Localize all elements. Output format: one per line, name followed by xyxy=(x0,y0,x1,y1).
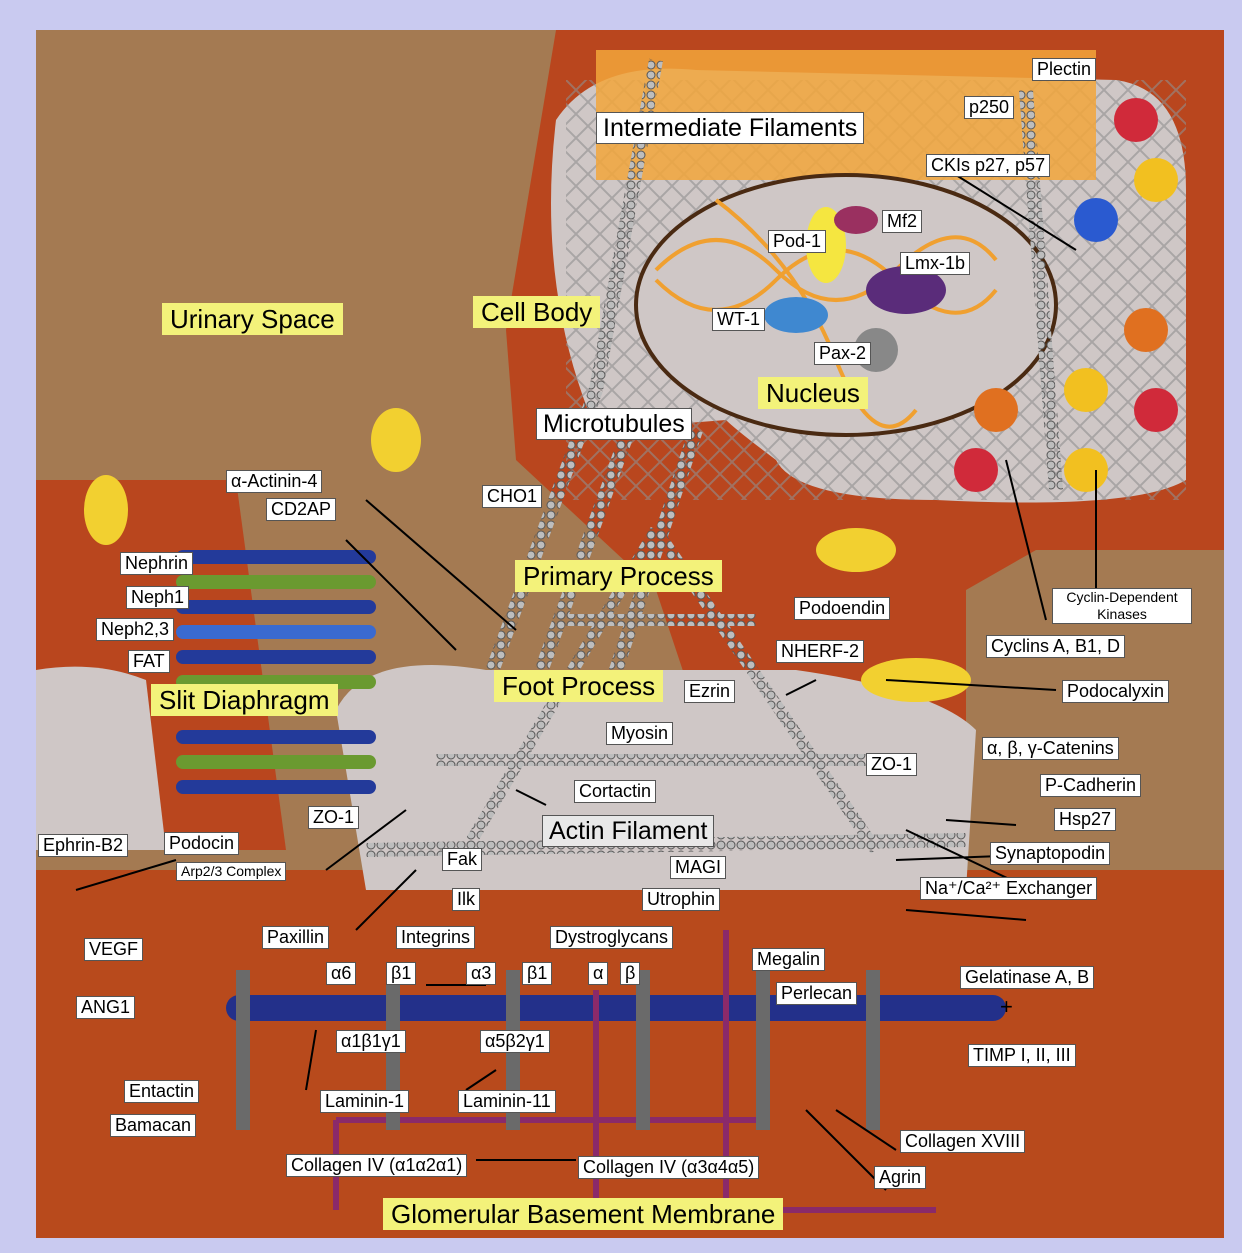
ilk-label: Ilk xyxy=(452,888,480,911)
entactin-label: Entactin xyxy=(124,1080,199,1103)
zo1-left-label: ZO-1 xyxy=(308,806,359,829)
myosin-label: Myosin xyxy=(606,722,673,745)
pod1-label: Pod-1 xyxy=(768,230,826,253)
nherf2-label: NHERF-2 xyxy=(776,640,864,663)
slit-diaphragm-zone xyxy=(36,667,166,850)
arp23-label: Arp2/3 Complex xyxy=(176,862,286,881)
megalin-label: Megalin xyxy=(752,948,825,971)
mf2-blob xyxy=(834,206,878,234)
fat-label: FAT xyxy=(128,650,170,673)
laminin-a5b2g1-label: α5β2γ1 xyxy=(480,1030,550,1053)
podocalyxin-label: Podocalyxin xyxy=(1062,680,1169,703)
alpha-actinin-label: α-Actinin-4 xyxy=(226,470,322,493)
beta1a-label: β1 xyxy=(386,962,416,985)
fak-label: Fak xyxy=(442,848,482,871)
microtubules-label: Microtubules xyxy=(536,408,692,440)
laminin1-label: Laminin-1 xyxy=(320,1090,409,1113)
ezrin-label: Ezrin xyxy=(684,680,735,703)
neph1-label: Neph1 xyxy=(126,586,189,609)
intermediate-filaments-label: Intermediate Filaments xyxy=(596,112,864,144)
cho1-label: CHO1 xyxy=(482,485,542,508)
actin-filament-label: Actin Filament xyxy=(542,815,714,847)
pax2-label: Pax-2 xyxy=(814,342,871,365)
perlecan-label: Perlecan xyxy=(776,982,857,1005)
pcadherin-label: P-Cadherin xyxy=(1040,774,1141,797)
cell-body-label: Cell Body xyxy=(473,296,600,328)
hsp27-label: Hsp27 xyxy=(1054,808,1116,831)
zo1-right-label: ZO-1 xyxy=(866,753,917,776)
cdk-label: Cyclin-Dependent Kinases xyxy=(1052,588,1192,624)
alpha3-label: α3 xyxy=(466,962,496,985)
alpha6-label: α6 xyxy=(326,962,356,985)
ang1-label: ANG1 xyxy=(76,996,135,1019)
slit-diaphragm-label: Slit Diaphragm xyxy=(151,684,338,716)
dg-beta-label: β xyxy=(620,962,640,985)
catenins-label: α, β, γ-Catenins xyxy=(982,737,1119,760)
foot-process-label: Foot Process xyxy=(494,670,663,702)
podoendin-label: Podoendin xyxy=(794,597,890,620)
ckis-label: CKIs p27, p57 xyxy=(926,154,1050,177)
dystroglycans-label: Dystroglycans xyxy=(550,926,673,949)
urinary-space-label: Urinary Space xyxy=(162,303,343,335)
ephrin-label: Ephrin-B2 xyxy=(38,834,128,857)
timp-label: TIMP I, II, III xyxy=(968,1044,1076,1067)
plus-sign: + xyxy=(996,996,1017,1017)
gelatinase-label: Gelatinase A, B xyxy=(960,966,1094,989)
collagen18-label: Collagen XVIII xyxy=(900,1130,1025,1153)
mf2-label: Mf2 xyxy=(882,210,922,233)
magi-label: MAGI xyxy=(670,856,726,879)
collagen4b-label: Collagen IV (α3α4α5) xyxy=(578,1156,759,1179)
nephrin-label: Nephrin xyxy=(120,552,193,575)
diagram-frame: Urinary Space Cell Body Nucleus Primary … xyxy=(36,30,1224,1238)
cortactin-label: Cortactin xyxy=(574,780,656,803)
agrin-label: Agrin xyxy=(874,1166,926,1189)
synaptopodin-label: Synaptopodin xyxy=(990,842,1110,865)
plectin-label: Plectin xyxy=(1032,58,1096,81)
nucleus-label: Nucleus xyxy=(758,377,868,409)
cyclins-label: Cyclins A, B1, D xyxy=(986,635,1125,658)
cd2ap-label: CD2AP xyxy=(266,498,336,521)
primary-process-label: Primary Process xyxy=(515,560,722,592)
wt1-blob xyxy=(764,297,828,333)
laminin-backbone xyxy=(226,995,1006,1021)
paxillin-label: Paxillin xyxy=(262,926,329,949)
beta1b-label: β1 xyxy=(522,962,552,985)
laminin-a1b1g1-label: α1β1γ1 xyxy=(336,1030,406,1053)
dg-alpha-label: α xyxy=(588,962,608,985)
vegf-label: VEGF xyxy=(84,938,143,961)
wt1-label: WT-1 xyxy=(712,308,765,331)
exchanger-label: Na⁺/Ca²⁺ Exchanger xyxy=(920,877,1097,900)
p250-label: p250 xyxy=(964,96,1014,119)
podocin-label: Podocin xyxy=(164,832,239,855)
integrins-label: Integrins xyxy=(396,926,475,949)
laminin11-label: Laminin-11 xyxy=(458,1090,556,1113)
neph23-label: Neph2,3 xyxy=(96,618,174,641)
bamacan-label: Bamacan xyxy=(110,1114,196,1137)
utrophin-label: Utrophin xyxy=(642,888,720,911)
gbm-label: Glomerular Basement Membrane xyxy=(383,1198,783,1230)
lmx1b-label: Lmx-1b xyxy=(900,252,970,275)
collagen4a-label: Collagen IV (α1α2α1) xyxy=(286,1154,467,1177)
